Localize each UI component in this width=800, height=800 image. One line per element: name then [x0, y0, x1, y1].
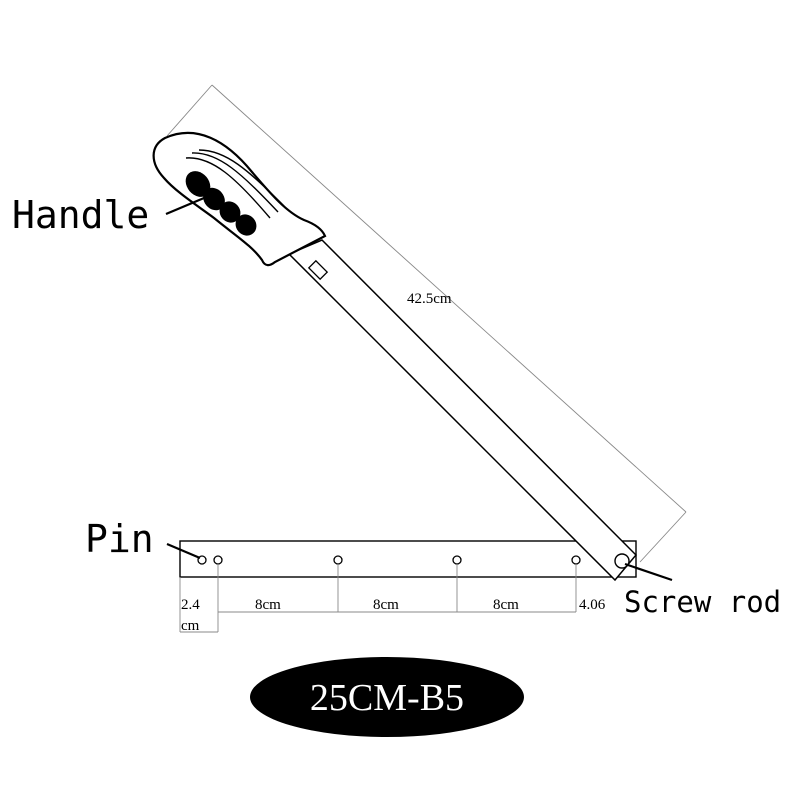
finger-grips [185, 171, 257, 236]
blade [287, 239, 638, 582]
model-label: 25CM-B5 [310, 677, 464, 719]
handle-label: Handle [12, 193, 149, 237]
pin-hole [571, 555, 581, 565]
blade-length-label: 42.5cm [407, 291, 452, 307]
screw-rod-label: Screw rod [624, 585, 781, 619]
handle-leader [165, 196, 205, 216]
blade-slot [307, 259, 329, 281]
spacing-3-label: 8cm [493, 597, 519, 613]
model-badge: 25CM-B5 [250, 657, 524, 737]
pin-leader [166, 542, 201, 560]
handle-grooves [185, 149, 285, 219]
screw-rod-leader [624, 562, 673, 582]
base-bar [179, 540, 637, 578]
end-offset-unit-label: cm [181, 618, 200, 634]
leader-lines [165, 196, 673, 582]
screw-rod-hole [614, 553, 630, 569]
handle-body [152, 131, 327, 267]
blade-length-dimension [166, 84, 687, 563]
pin-hole [333, 555, 343, 565]
end-offset-value-label: 2.4 [181, 597, 200, 613]
end-spacing-label: 4.06 [579, 597, 606, 613]
pin-holes [197, 555, 581, 565]
pin-hole [213, 555, 223, 565]
spacing-1-label: 8cm [255, 597, 281, 613]
handle [152, 131, 327, 267]
spacing-2-label: 8cm [373, 597, 399, 613]
pin-label: Pin [85, 517, 154, 561]
bottom-dimensions [179, 564, 577, 633]
pin-hole [452, 555, 462, 565]
